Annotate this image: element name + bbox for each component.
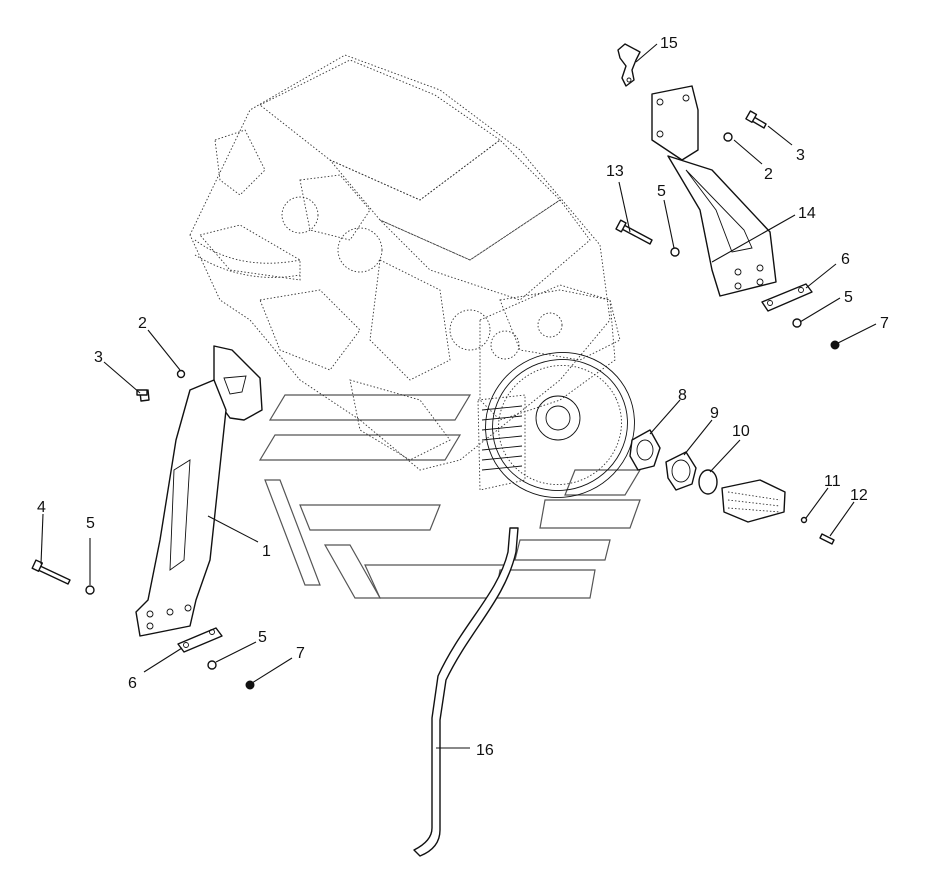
callout-5-left-upper: 5: [86, 515, 95, 532]
callout-5-right-upper: 5: [657, 183, 666, 200]
callout-4: 4: [37, 499, 46, 516]
leader-lines: [40, 43, 877, 749]
washer-part-5-right-upper: [670, 247, 680, 257]
nut-part-7-right: [830, 340, 840, 350]
bracket-hook-part-15: [617, 43, 641, 87]
callout-15: 15: [660, 35, 678, 52]
callout-3-right: 3: [796, 147, 805, 164]
washer-part-5-right-lower: [792, 318, 802, 328]
callout-13: 13: [606, 163, 624, 180]
callout-5-right-lower: 5: [844, 289, 853, 306]
left-support-bracket-part-1: [135, 345, 263, 637]
callout-5-left-lower: 5: [258, 629, 267, 646]
pump-component: [721, 479, 786, 523]
watermark-outline: [258, 394, 642, 599]
bolt-part-13: [615, 219, 653, 245]
callout-14: 14: [798, 205, 816, 222]
callout-16: 16: [476, 742, 494, 759]
callout-3-left: 3: [94, 349, 103, 366]
callout-6-left: 6: [128, 675, 137, 692]
callout-labels: 15 3 2 13 5 14 6 5 7 2 3 8 9 10 11 12 4 …: [37, 35, 889, 759]
callout-8: 8: [678, 387, 687, 404]
bolt-part-3-left: [136, 389, 150, 402]
bolt-part-12: [819, 533, 835, 545]
washer-part-5-left-upper: [85, 585, 95, 595]
plate-part-6-right: [761, 283, 813, 312]
washer-part-2-right: [723, 132, 733, 142]
callout-7-right: 7: [880, 315, 889, 332]
callout-2-left: 2: [138, 315, 147, 332]
dipstick-tube-part-16: [413, 527, 519, 857]
plate-part-6-left: [177, 627, 223, 653]
washer-part-2-left: [176, 369, 186, 379]
flange-part-9: [665, 451, 697, 491]
callout-10: 10: [732, 423, 750, 440]
callout-12: 12: [850, 487, 868, 504]
washer-part-5-left-lower: [207, 660, 217, 670]
right-support-bracket-part-14: [651, 85, 777, 297]
gasket-part-8: [629, 429, 661, 471]
bolt-part-3-right: [745, 110, 767, 129]
engine-assembly: [189, 54, 635, 498]
o-ring-part-10: [698, 469, 718, 495]
callout-2-right: 2: [764, 166, 773, 183]
callout-6-right: 6: [841, 251, 850, 268]
callout-7-left: 7: [296, 645, 305, 662]
washer-part-11: [800, 516, 808, 524]
callout-9: 9: [710, 405, 719, 422]
callout-11: 11: [824, 473, 841, 490]
callout-1: 1: [262, 543, 271, 560]
bolt-part-4: [31, 559, 71, 585]
